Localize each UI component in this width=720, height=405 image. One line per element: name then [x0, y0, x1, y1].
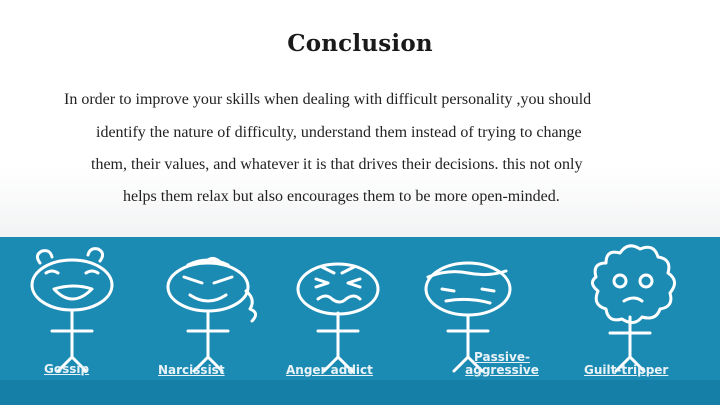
figure-label-anger-addict: Anger addict: [286, 363, 373, 377]
figure-label-gossip: Gossip: [44, 362, 90, 376]
anger-addict-figure-icon: [296, 262, 380, 373]
paragraph-line-2: identify the nature of difficulty, under…: [96, 124, 582, 141]
slide-title: Conclusion: [287, 30, 433, 57]
figure-label-narcissist: Narcissist: [158, 363, 225, 377]
figure-label-guilt-tripper: Guilt-tripper: [584, 363, 669, 377]
paragraph-line-1: In order to improve your skills when dea…: [64, 91, 592, 108]
paragraph-line-3: them, their values, and whatever it is t…: [91, 156, 583, 173]
guilt-tripper-figure-icon: [591, 244, 676, 373]
narcissist-figure-icon: [166, 256, 257, 373]
slide-header-area: [0, 0, 720, 237]
illustration-band-bottom: [0, 380, 720, 405]
figure-label-passive-line2: aggressive: [465, 363, 539, 377]
gossip-figure-icon: [30, 247, 114, 373]
figures-illustration: [30, 244, 676, 373]
paragraph-line-4: helps them relax but also encourages the…: [123, 188, 560, 205]
passive-aggressive-figure-icon: [424, 261, 512, 373]
figure-label-passive-line1: Passive-: [474, 350, 530, 364]
